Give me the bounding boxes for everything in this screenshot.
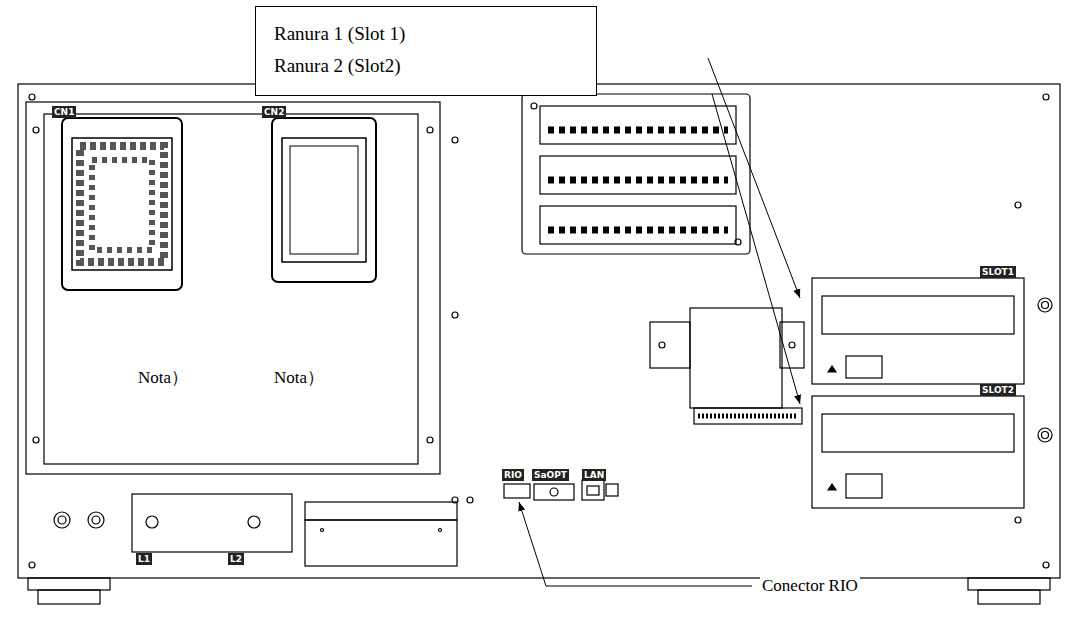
cn1-connector (62, 118, 182, 290)
screw (439, 529, 442, 532)
screw (29, 562, 35, 568)
screw (789, 342, 795, 348)
terminal-strip (540, 106, 736, 144)
screw (1042, 302, 1049, 309)
ground-terminal (58, 516, 66, 524)
terminal-pins (548, 177, 728, 184)
cable-entry (305, 520, 457, 566)
screw (248, 516, 260, 528)
screw (146, 516, 158, 528)
slot2-lever (846, 474, 882, 498)
screw (33, 127, 39, 133)
ground-terminal (54, 512, 70, 528)
terminal-pins (548, 227, 728, 234)
terminal-block (522, 94, 750, 254)
option-module (690, 308, 782, 408)
screw (1043, 562, 1049, 568)
acin-connector (132, 494, 292, 552)
option-pins (698, 414, 798, 419)
cn1-label: CN1 (52, 106, 76, 118)
terminal-pins (548, 127, 728, 134)
housing (18, 84, 1060, 578)
slot1-mark (828, 366, 836, 372)
slot-tag: SLOT2 (980, 384, 1016, 396)
slot2 (812, 396, 1024, 508)
option-connector (694, 408, 802, 424)
slot2-mark (828, 484, 836, 490)
screw (1042, 432, 1049, 439)
terminal-strip (540, 206, 736, 244)
screw (1015, 202, 1021, 208)
callout-box: Ranura 1 (Slot 1) Ranura 2 (Slot2) (255, 6, 597, 96)
lan-connector (587, 486, 599, 495)
ground-terminal (88, 512, 104, 528)
slot1-lever (846, 356, 882, 378)
slot1-opening (822, 296, 1014, 334)
foot (28, 578, 110, 590)
lan-connector (606, 484, 618, 496)
screw (1043, 94, 1049, 100)
cn1-connector (72, 138, 172, 270)
port-label: LAN (582, 469, 606, 481)
cn2-label: CN2 (262, 106, 286, 118)
slot-label: Ranura 2 (Slot2) (274, 53, 578, 79)
connector-plate (44, 114, 418, 464)
terminal-strip (540, 156, 736, 194)
screw (550, 488, 558, 496)
module-bracket (650, 322, 690, 368)
connector-callout: Conector RIO (760, 576, 860, 596)
cn2-connector (290, 146, 358, 254)
cn1-pins (92, 160, 152, 250)
connector-plate (26, 102, 440, 474)
screw (321, 529, 324, 532)
saopt-connector (534, 484, 574, 500)
cn2-connector (282, 138, 366, 262)
slot2-opening (822, 414, 1014, 452)
screw (531, 103, 537, 109)
terminal-label: L2 (228, 553, 244, 565)
screw (29, 94, 35, 100)
lan-connector (582, 480, 604, 500)
rio-connector (504, 484, 530, 498)
leader-arrow (712, 94, 800, 404)
screw (1038, 428, 1052, 442)
leader-arrow (519, 502, 752, 586)
cn1-pins (80, 146, 164, 262)
ground-terminal (92, 516, 100, 524)
screw (427, 437, 433, 443)
screw (427, 127, 433, 133)
screw (1015, 517, 1021, 523)
screw (452, 312, 458, 318)
slot-tag: SLOT1 (980, 266, 1016, 278)
leader-arrow (708, 58, 800, 298)
screw (1038, 298, 1052, 312)
foot (968, 578, 1050, 590)
cn2-connector (272, 118, 376, 282)
port-label: SaOPT (532, 469, 569, 481)
screw (33, 437, 39, 443)
note-label: Nota） (136, 366, 190, 389)
slot-label: Ranura 1 (Slot 1) (274, 21, 578, 47)
screw (659, 342, 665, 348)
terminal-label: L1 (136, 553, 152, 565)
screw (467, 497, 473, 503)
note-label: Nota） (272, 366, 326, 389)
slot1 (812, 278, 1024, 384)
cable-entry (305, 502, 457, 520)
foot (38, 590, 100, 604)
foot (978, 590, 1040, 604)
screw (452, 137, 458, 143)
port-label: RIO (502, 469, 524, 481)
